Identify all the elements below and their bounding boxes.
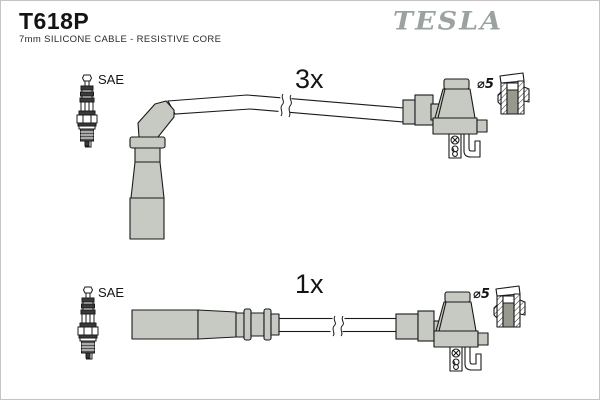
quantity-label-top: 3x (295, 64, 324, 94)
sae-label-bottom: SAE (98, 285, 124, 300)
bottom-assembly: SAE 1x ⌀5 (77, 269, 526, 372)
cable-break-mark (278, 93, 292, 118)
spark-plug-icon (76, 74, 98, 148)
diameter-label-top: ⌀5 (477, 77, 494, 92)
quantity-label-bottom: 1x (295, 269, 324, 299)
cable-break-mark (330, 315, 345, 337)
part-number: T618P (19, 8, 90, 34)
top-assembly: SAE 3x ⌀5 (76, 64, 530, 240)
straight-boot (131, 308, 280, 341)
tesla-logo: TESLA (393, 6, 504, 37)
diameter-label-bottom: ⌀5 (473, 287, 490, 302)
angled-boot (129, 100, 175, 240)
product-subtitle: 7mm SILICONE CABLE - RESISTIVE CORE (19, 34, 222, 45)
spark-plug-icon (77, 286, 99, 360)
terminal-cap-section-icon (497, 72, 530, 115)
sae-label-top: SAE (98, 72, 124, 87)
terminal-cap-section-icon (493, 285, 526, 328)
coil-connector-icon (433, 291, 489, 372)
